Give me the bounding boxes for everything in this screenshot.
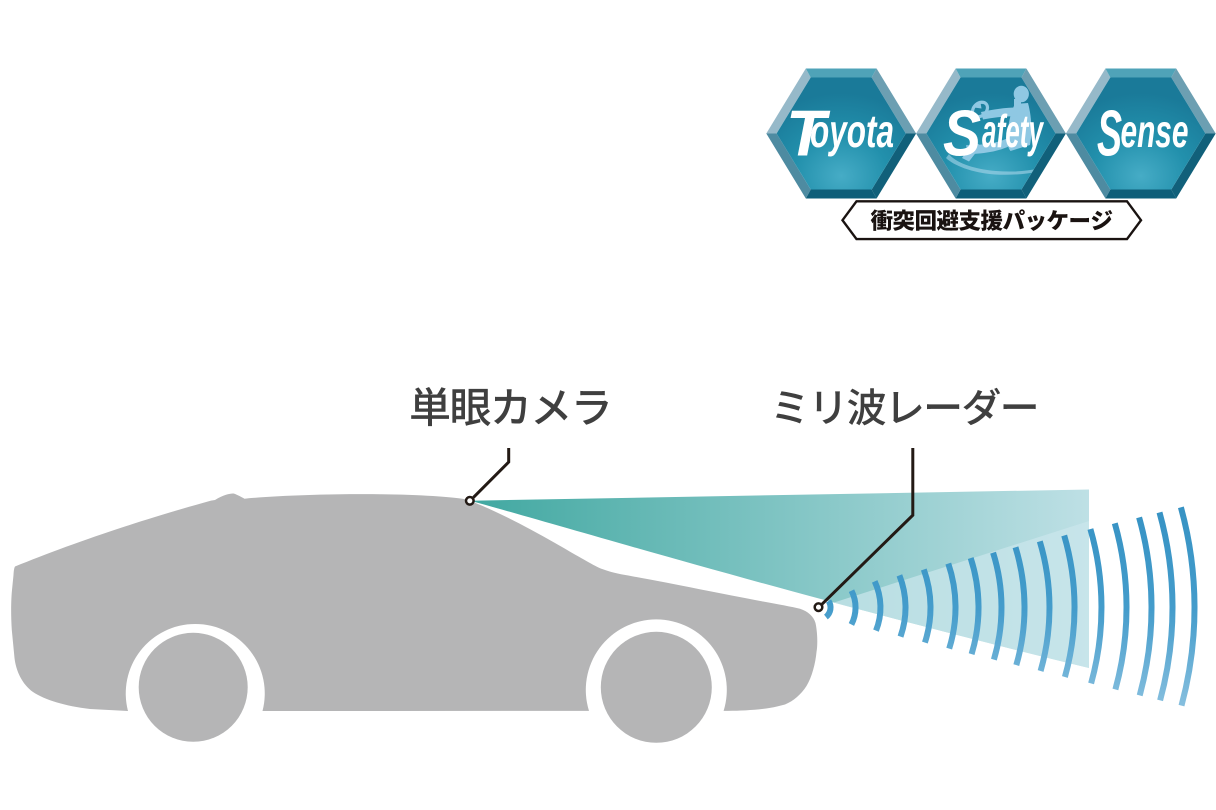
svg-text:S: S	[943, 96, 981, 169]
svg-text:afety: afety	[982, 105, 1044, 157]
svg-text:ense: ense	[1121, 105, 1189, 157]
svg-text:S: S	[1097, 96, 1122, 169]
svg-text:oyota: oyota	[810, 105, 894, 157]
svg-text:T: T	[786, 96, 831, 169]
